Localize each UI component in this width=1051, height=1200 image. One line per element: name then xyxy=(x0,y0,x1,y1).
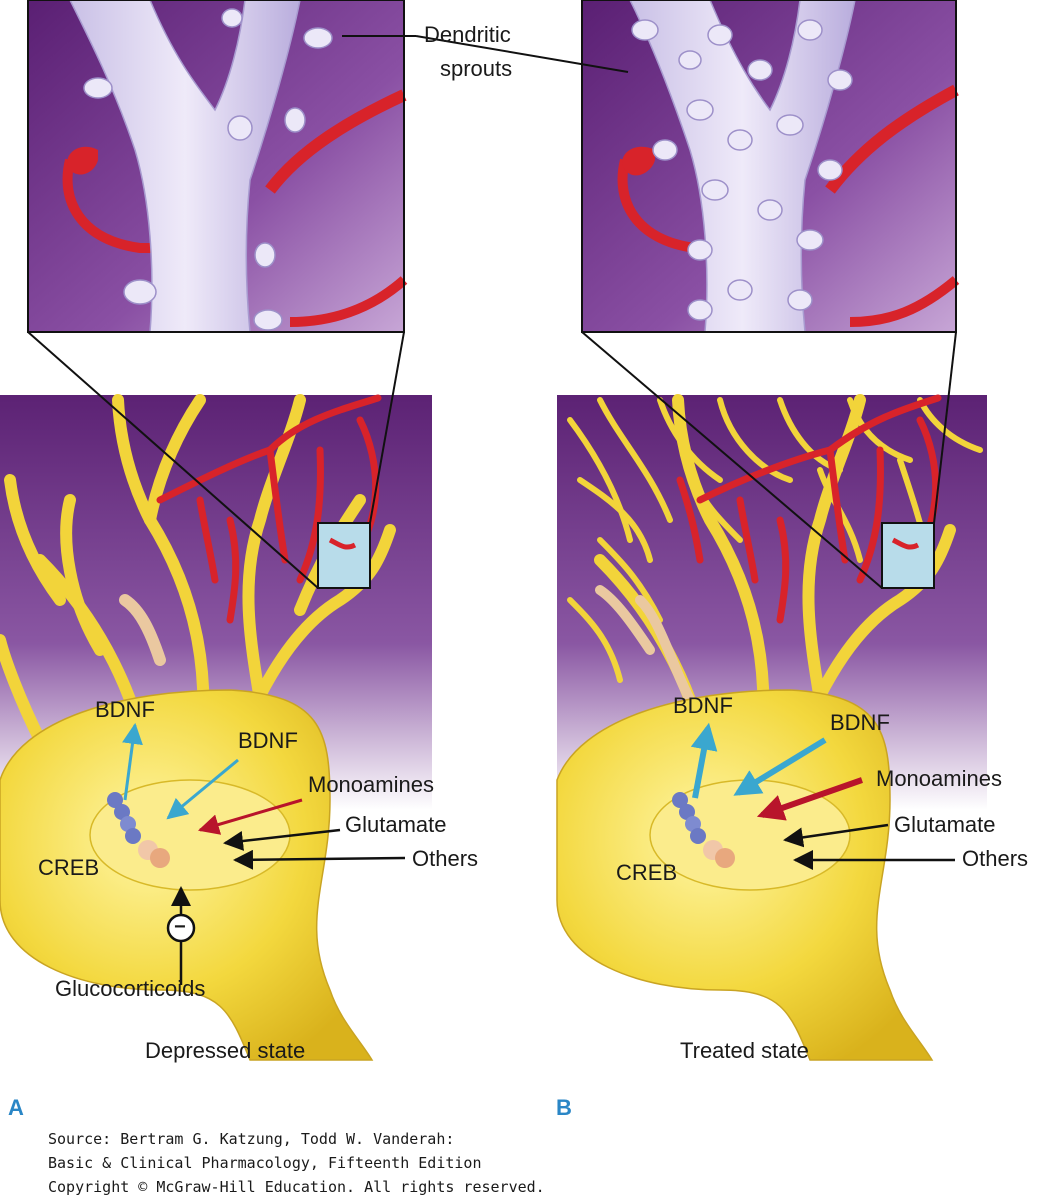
monoamines-arrow-b xyxy=(756,777,863,821)
glutamate-label-b: Glutamate xyxy=(894,812,996,837)
panel-letter-b: B xyxy=(556,1095,572,1120)
bdnf-in-arrow-b xyxy=(733,737,827,796)
glutamate-label-a: Glutamate xyxy=(345,812,447,837)
inhibition-symbol-icon xyxy=(166,913,196,943)
bdnf-out-label-a: BDNF xyxy=(95,697,155,722)
glucocorticoids-label: Glucocorticoids xyxy=(55,976,206,1001)
source-credit-line3: Copyright © McGraw-Hill Education. All r… xyxy=(48,1178,545,1196)
creb-molecule-icon xyxy=(107,792,170,868)
creb-label-a: CREB xyxy=(38,855,100,880)
bdnf-out-arrow-a xyxy=(122,722,143,801)
monoamines-label-b: Monoamines xyxy=(876,766,1002,791)
inset-depressed-dendrite xyxy=(28,0,408,333)
glutamate-arrow-b xyxy=(783,823,889,848)
zoom-connectors xyxy=(27,0,957,589)
arrows-depressed xyxy=(122,722,406,985)
others-arrow-a xyxy=(233,849,406,870)
treated-state-label: Treated state xyxy=(680,1038,809,1063)
monoamines-label-a: Monoamines xyxy=(308,772,434,797)
arrows-treated xyxy=(690,722,955,870)
depressed-state-label: Depressed state xyxy=(145,1038,306,1063)
bdnf-in-label-b: BDNF xyxy=(830,710,890,735)
others-label-a: Others xyxy=(412,846,479,871)
neuron-treated xyxy=(556,394,987,1061)
inset-frame-a xyxy=(27,0,405,333)
panel-letter-a: A xyxy=(8,1095,24,1120)
source-credit-line1: Source: Bertram G. Katzung, Todd W. Vand… xyxy=(48,1130,455,1148)
creb-molecule-icon xyxy=(672,792,735,868)
neuron-depressed xyxy=(0,394,432,1061)
bdnf-out-label-b: BDNF xyxy=(673,693,733,718)
monoamines-arrow-a xyxy=(197,798,303,835)
dendritic-sprouts-label-line2: sprouts xyxy=(440,56,513,81)
inset-treated-dendrite xyxy=(582,0,960,333)
inhibition-symbol-text: − xyxy=(174,916,186,938)
creb-label-b: CREB xyxy=(616,860,678,885)
dendritic-sprouts-label-line1: Dendritic xyxy=(424,22,511,47)
leader-line-sprouts-b xyxy=(415,35,629,73)
bdnf-in-label-a: BDNF xyxy=(238,728,298,753)
source-credit-line2: Basic & Clinical Pharmacology, Fifteenth… xyxy=(48,1154,482,1172)
bdnf-in-arrow-a xyxy=(166,758,239,820)
glutamate-arrow-a xyxy=(223,828,341,851)
others-label-b: Others xyxy=(962,846,1029,871)
inset-frame-b xyxy=(581,0,957,333)
bdnf-out-arrow-b xyxy=(690,722,718,799)
